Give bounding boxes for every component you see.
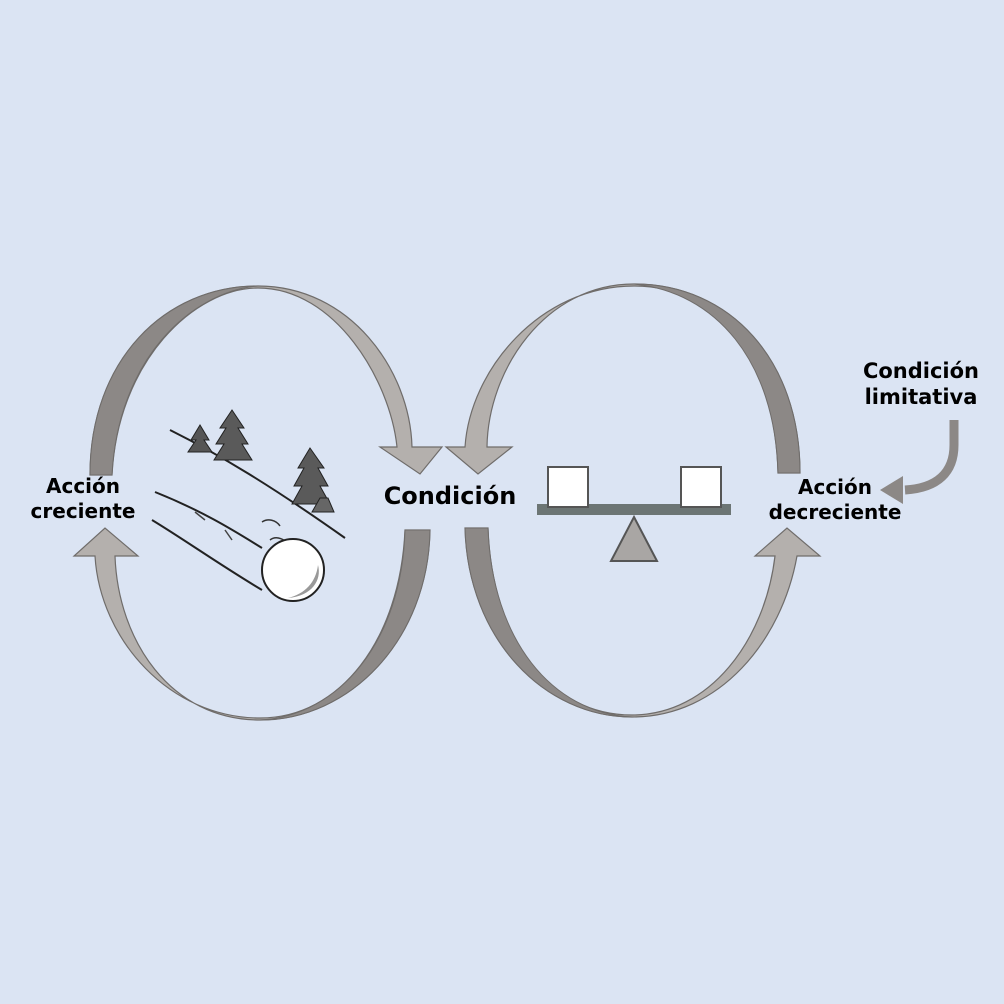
bottom-left-arc-shade (259, 529, 431, 721)
accion-decreciente-line-1: Acción (797, 475, 873, 499)
condicion-label: Condición (383, 482, 517, 510)
accion-creciente-line-2: creciente (30, 499, 136, 523)
accion-decreciente-label: Acción decreciente (762, 475, 908, 525)
snowball-rolling-downhill-icon (151, 409, 346, 602)
curved-arrow-icon (880, 420, 959, 504)
accion-decreciente-line-2: decreciente (768, 500, 902, 524)
top-left-arc-arrow (89, 285, 444, 476)
condicion-limitativa-line-1: Condición (862, 359, 980, 383)
bottom-left-arc-arrow (72, 527, 431, 721)
top-right-arc-arrow (444, 283, 801, 475)
condicion-limitativa-line-2: limitativa (864, 385, 978, 410)
condicion-limitativa-label: Condición limitativa (846, 358, 996, 411)
balancing-loop (444, 283, 822, 718)
reinforcing-loop (72, 285, 444, 721)
bottom-right-arc-shade (464, 527, 633, 718)
top-left-arc-shade (89, 285, 259, 476)
accion-creciente-line-1: Acción (45, 474, 121, 498)
top-right-arc-shade (633, 283, 801, 474)
balance-scale-icon (537, 466, 731, 562)
accion-creciente-label: Acción creciente (18, 474, 148, 524)
